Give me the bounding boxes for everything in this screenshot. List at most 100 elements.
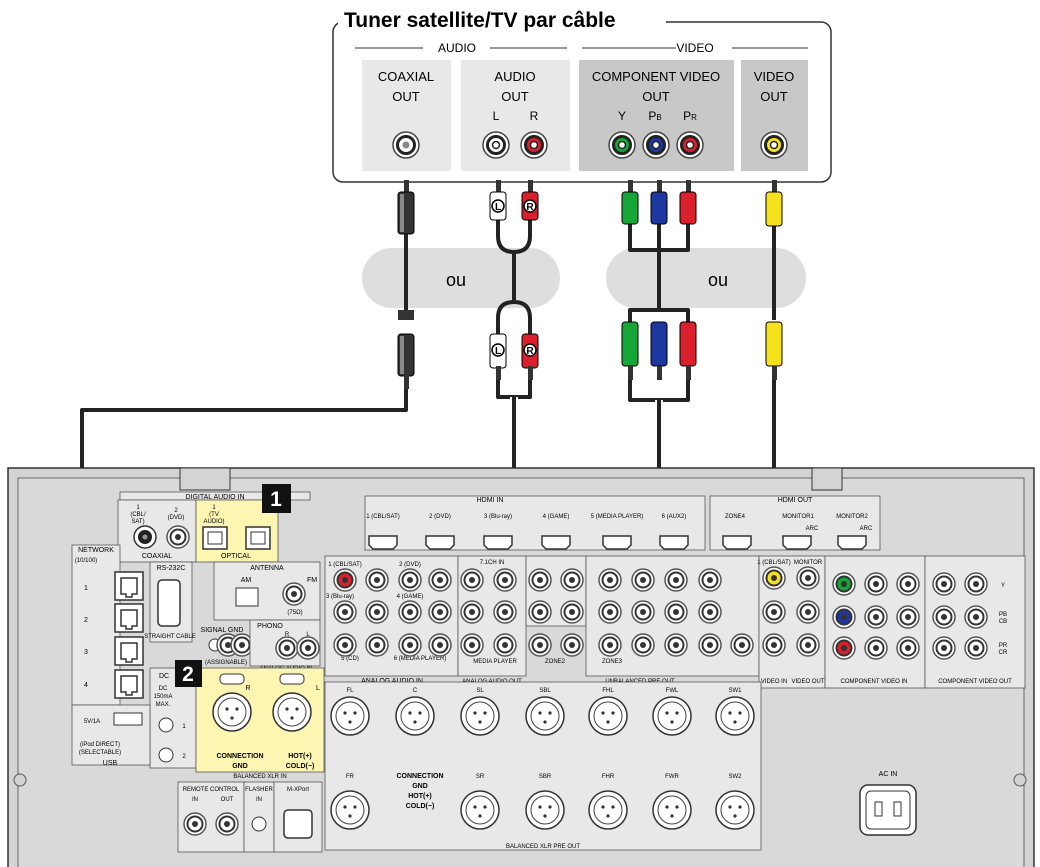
svg-text:(DVD): (DVD) (168, 515, 185, 521)
xlr-pre-out-label: FWL (666, 688, 679, 694)
svg-text:MEDIA PLAYER: MEDIA PLAYER (473, 659, 517, 665)
coaxial-plug-top (397, 180, 415, 235)
callout-2 (175, 660, 202, 687)
phono-l-jack (296, 636, 320, 660)
component-plug-pb-top (650, 180, 668, 225)
svg-text:3 (Blu-ray): 3 (Blu-ray) (326, 594, 354, 600)
audio-plug-l-top: L (489, 180, 507, 221)
audio-plug-r-top: R (521, 180, 539, 221)
svg-text:VIDEO OUT: VIDEO OUT (791, 679, 824, 685)
svg-text:2: 2 (182, 754, 186, 760)
xlr-pre-out-label: C (413, 688, 418, 694)
component-in-pr-jack (832, 636, 856, 660)
hdmi-in-label-6: 6 (AUX2) (662, 514, 687, 520)
analog-in-1-l-jack (365, 568, 389, 592)
svg-text:AUDIO): AUDIO) (204, 519, 225, 525)
xlr-pre-out-connector (715, 790, 755, 830)
plug-l-marker: L (495, 202, 501, 213)
svg-text:ZONE2: ZONE2 (545, 659, 566, 665)
svg-text:R: R (245, 685, 250, 692)
audio-out-label-2: OUT (501, 89, 529, 104)
svg-text:AC IN: AC IN (879, 771, 898, 778)
audio-plug-l-bottom: L (489, 333, 507, 380)
svg-text:ZONE4: ZONE4 (725, 514, 746, 520)
svg-text:2: 2 (182, 663, 194, 686)
component-cable-split-bottom (628, 308, 690, 325)
optical-label: OPTICAL (221, 553, 251, 560)
svg-text:2: 2 (174, 508, 178, 514)
xlr-pre-out-connector (460, 696, 500, 736)
hdmi-out-monitor1 (782, 535, 812, 550)
video-out-label-1: VIDEO (754, 69, 794, 84)
coaxial-plug-bottom (397, 310, 415, 389)
component-y-jack (608, 131, 636, 159)
callout-1 (262, 484, 291, 513)
xlr-pre-out-connector (525, 696, 565, 736)
component-out-label-2: OUT (642, 89, 670, 104)
svg-text:L: L (495, 346, 501, 357)
svg-text:Y: Y (1001, 583, 1005, 589)
coaxial-label: COAXIAL (142, 553, 172, 560)
component-y-label: Y (618, 109, 626, 123)
usb-label: USB (103, 760, 118, 767)
hdmi-in-label-1: 1 (CBL/SAT) (366, 514, 400, 520)
svg-text:ARC: ARC (860, 526, 873, 532)
svg-text:1: 1 (84, 585, 88, 592)
xlr-pre-out-connector (652, 790, 692, 830)
alternative-bubble-video (606, 248, 806, 308)
audio-group-label: AUDIO (438, 41, 476, 55)
coaxial-in-jack-1 (133, 525, 157, 549)
svg-text:7.1CH IN: 7.1CH IN (480, 560, 505, 566)
svg-text:2 (DVD): 2 (DVD) (399, 562, 421, 568)
svg-text:CONNECTION: CONNECTION (216, 753, 263, 760)
svg-text:3: 3 (84, 649, 88, 656)
xlr-pre-out-label: SBR (539, 774, 552, 780)
svg-text:L: L (306, 632, 310, 638)
svg-text:(75Ω): (75Ω) (287, 610, 302, 616)
trigger-out-2 (158, 747, 174, 763)
component-pr-label: PR (683, 109, 697, 123)
svg-text:VIDEO IN: VIDEO IN (761, 679, 787, 685)
fm-antenna-jack (282, 582, 306, 606)
xlr-pre-out-connector (588, 790, 628, 830)
alternative-bubble-audio (362, 248, 560, 308)
plug-r-marker: R (526, 202, 534, 213)
component-pb-label: PB (648, 109, 661, 123)
coaxial-out-jack (392, 131, 420, 159)
svg-text:1: 1 (212, 505, 216, 511)
svg-text:STRAIGHT CABLE: STRAIGHT CABLE (144, 634, 196, 640)
svg-text:M-XPort: M-XPort (287, 787, 309, 793)
hdmi-in-port-6 (659, 535, 689, 550)
hdmi-in-port-2 (425, 535, 455, 550)
svg-text:2: 2 (84, 617, 88, 624)
xlr-pre-out-label: SR (476, 774, 485, 780)
svg-text:HOT(+): HOT(+) (288, 753, 312, 760)
svg-text:ARC: ARC (806, 526, 819, 532)
svg-text:COLD(−): COLD(−) (406, 803, 435, 810)
svg-text:(10/100): (10/100) (75, 558, 97, 564)
svg-text:5V/1A: 5V/1A (84, 719, 100, 725)
svg-text:BALANCED XLR IN: BALANCED XLR IN (233, 774, 286, 780)
svg-text:OUT: OUT (221, 797, 234, 803)
svg-text:COMPONENT VIDEO IN: COMPONENT VIDEO IN (841, 679, 908, 685)
audio-cable-split-top (496, 220, 532, 254)
source-title: Tuner satellite/TV par câble (344, 9, 616, 32)
svg-text:(ASSIGNABLE): (ASSIGNABLE) (205, 660, 247, 666)
rs232c-port (157, 579, 181, 627)
svg-text:1: 1 (182, 724, 186, 730)
xlr-pre-out-label: FHL (602, 688, 614, 694)
video-plug-bottom (765, 321, 783, 380)
svg-text:1: 1 (136, 505, 140, 511)
svg-text:L: L (316, 685, 320, 692)
audio-plug-r-bottom: R (521, 333, 539, 380)
flasher-in-jack (251, 816, 267, 832)
svg-text:CONNECTION: CONNECTION (396, 773, 443, 780)
component-cable-join (628, 380, 690, 402)
analog-audio-in-label: ANALOG AUDIO IN (361, 678, 423, 685)
video-out-label-2: OUT (760, 89, 788, 104)
svg-text:GND: GND (232, 763, 248, 770)
remote-out-jack (215, 812, 239, 836)
xlr-in-l (272, 673, 312, 732)
svg-text:FM: FM (307, 577, 317, 584)
svg-text:MONITOR1: MONITOR1 (782, 514, 814, 520)
